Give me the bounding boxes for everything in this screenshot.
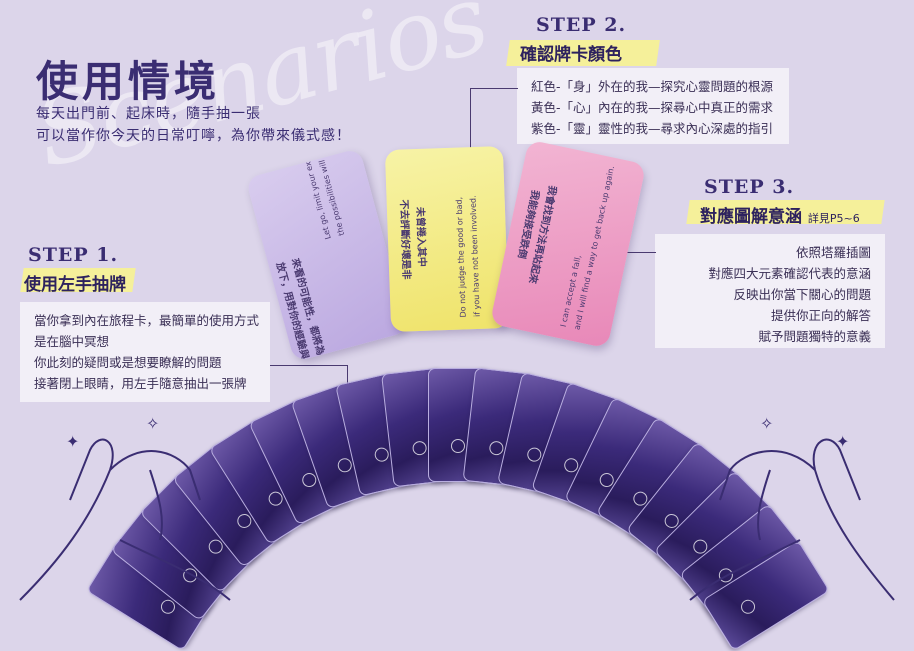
step2-title: 確認牌卡顏色: [520, 45, 622, 65]
step1-panel: 當你拿到內在旅程卡，最簡單的使用方式 是在腦中冥想 你此刻的疑問或是想要瞭解的問…: [20, 302, 270, 402]
step1-title: 使用左手抽牌: [24, 275, 126, 295]
step1-line: 接著閉上眼睛，用左手隨意抽出一張牌: [34, 376, 247, 391]
sparkle-icon: ✦: [66, 432, 80, 451]
step2-connector-h: [470, 88, 518, 89]
step3-line: 賦予問題獨特的意義: [758, 329, 871, 344]
right-hand-icon: [689, 438, 895, 601]
step1-label: STEP 1.: [28, 244, 119, 266]
step2-connector-v: [470, 88, 471, 156]
step3-page-note: 詳見P5~6: [807, 212, 860, 225]
step3-line: 對應四大元素確認代表的意涵: [708, 266, 871, 281]
sparkle-icon: ✧: [760, 414, 774, 433]
step1-line: 你此刻的疑問或是想要瞭解的問題: [34, 355, 222, 370]
step1-line: 是在腦中冥想: [34, 334, 110, 349]
step3-panel: 依照塔羅插圖 對應四大元素確認代表的意涵 反映出你當下關心的問題 提供你正向的解…: [655, 234, 885, 348]
page-subtitle: 每天出門前、起床時，隨手抽一張 可以當作你今天的日常叮嚀，為你帶來儀式感！: [36, 106, 351, 144]
step1-connector-h: [270, 365, 348, 366]
step3-line: 依照塔羅插圖: [795, 245, 871, 260]
sparkle-icon: ✧: [146, 414, 160, 433]
step2-line: 黃色-「心」內在的我—探尋心中真正的需求: [531, 100, 774, 115]
left-hand-icon: [19, 438, 231, 601]
step1-line: 當你拿到內在旅程卡，最簡單的使用方式: [34, 313, 260, 328]
step2-line: 紫色-「靈」靈性的我—尋求內心深處的指引: [531, 121, 774, 136]
step3-line: 提供你正向的解答: [770, 308, 871, 323]
page-title: 使用情境: [36, 57, 221, 106]
step3-title: 對應圖解意涵 詳見P5~6: [700, 202, 860, 227]
hands-illustration: [19, 438, 895, 601]
step2-panel: 紅色-「身」外在的我—探究心靈問題的根源 黃色-「心」內在的我—探尋心中真正的需…: [517, 68, 789, 144]
step2-line: 紅色-「身」外在的我—探究心靈問題的根源: [531, 79, 774, 94]
step2-label: STEP 2.: [536, 14, 627, 36]
step3-label: STEP 3.: [704, 176, 795, 198]
step3-line: 反映出你當下關心的問題: [733, 287, 871, 302]
sparkle-icon: ✦: [836, 432, 850, 451]
step3-title-text: 對應圖解意涵: [700, 207, 802, 227]
